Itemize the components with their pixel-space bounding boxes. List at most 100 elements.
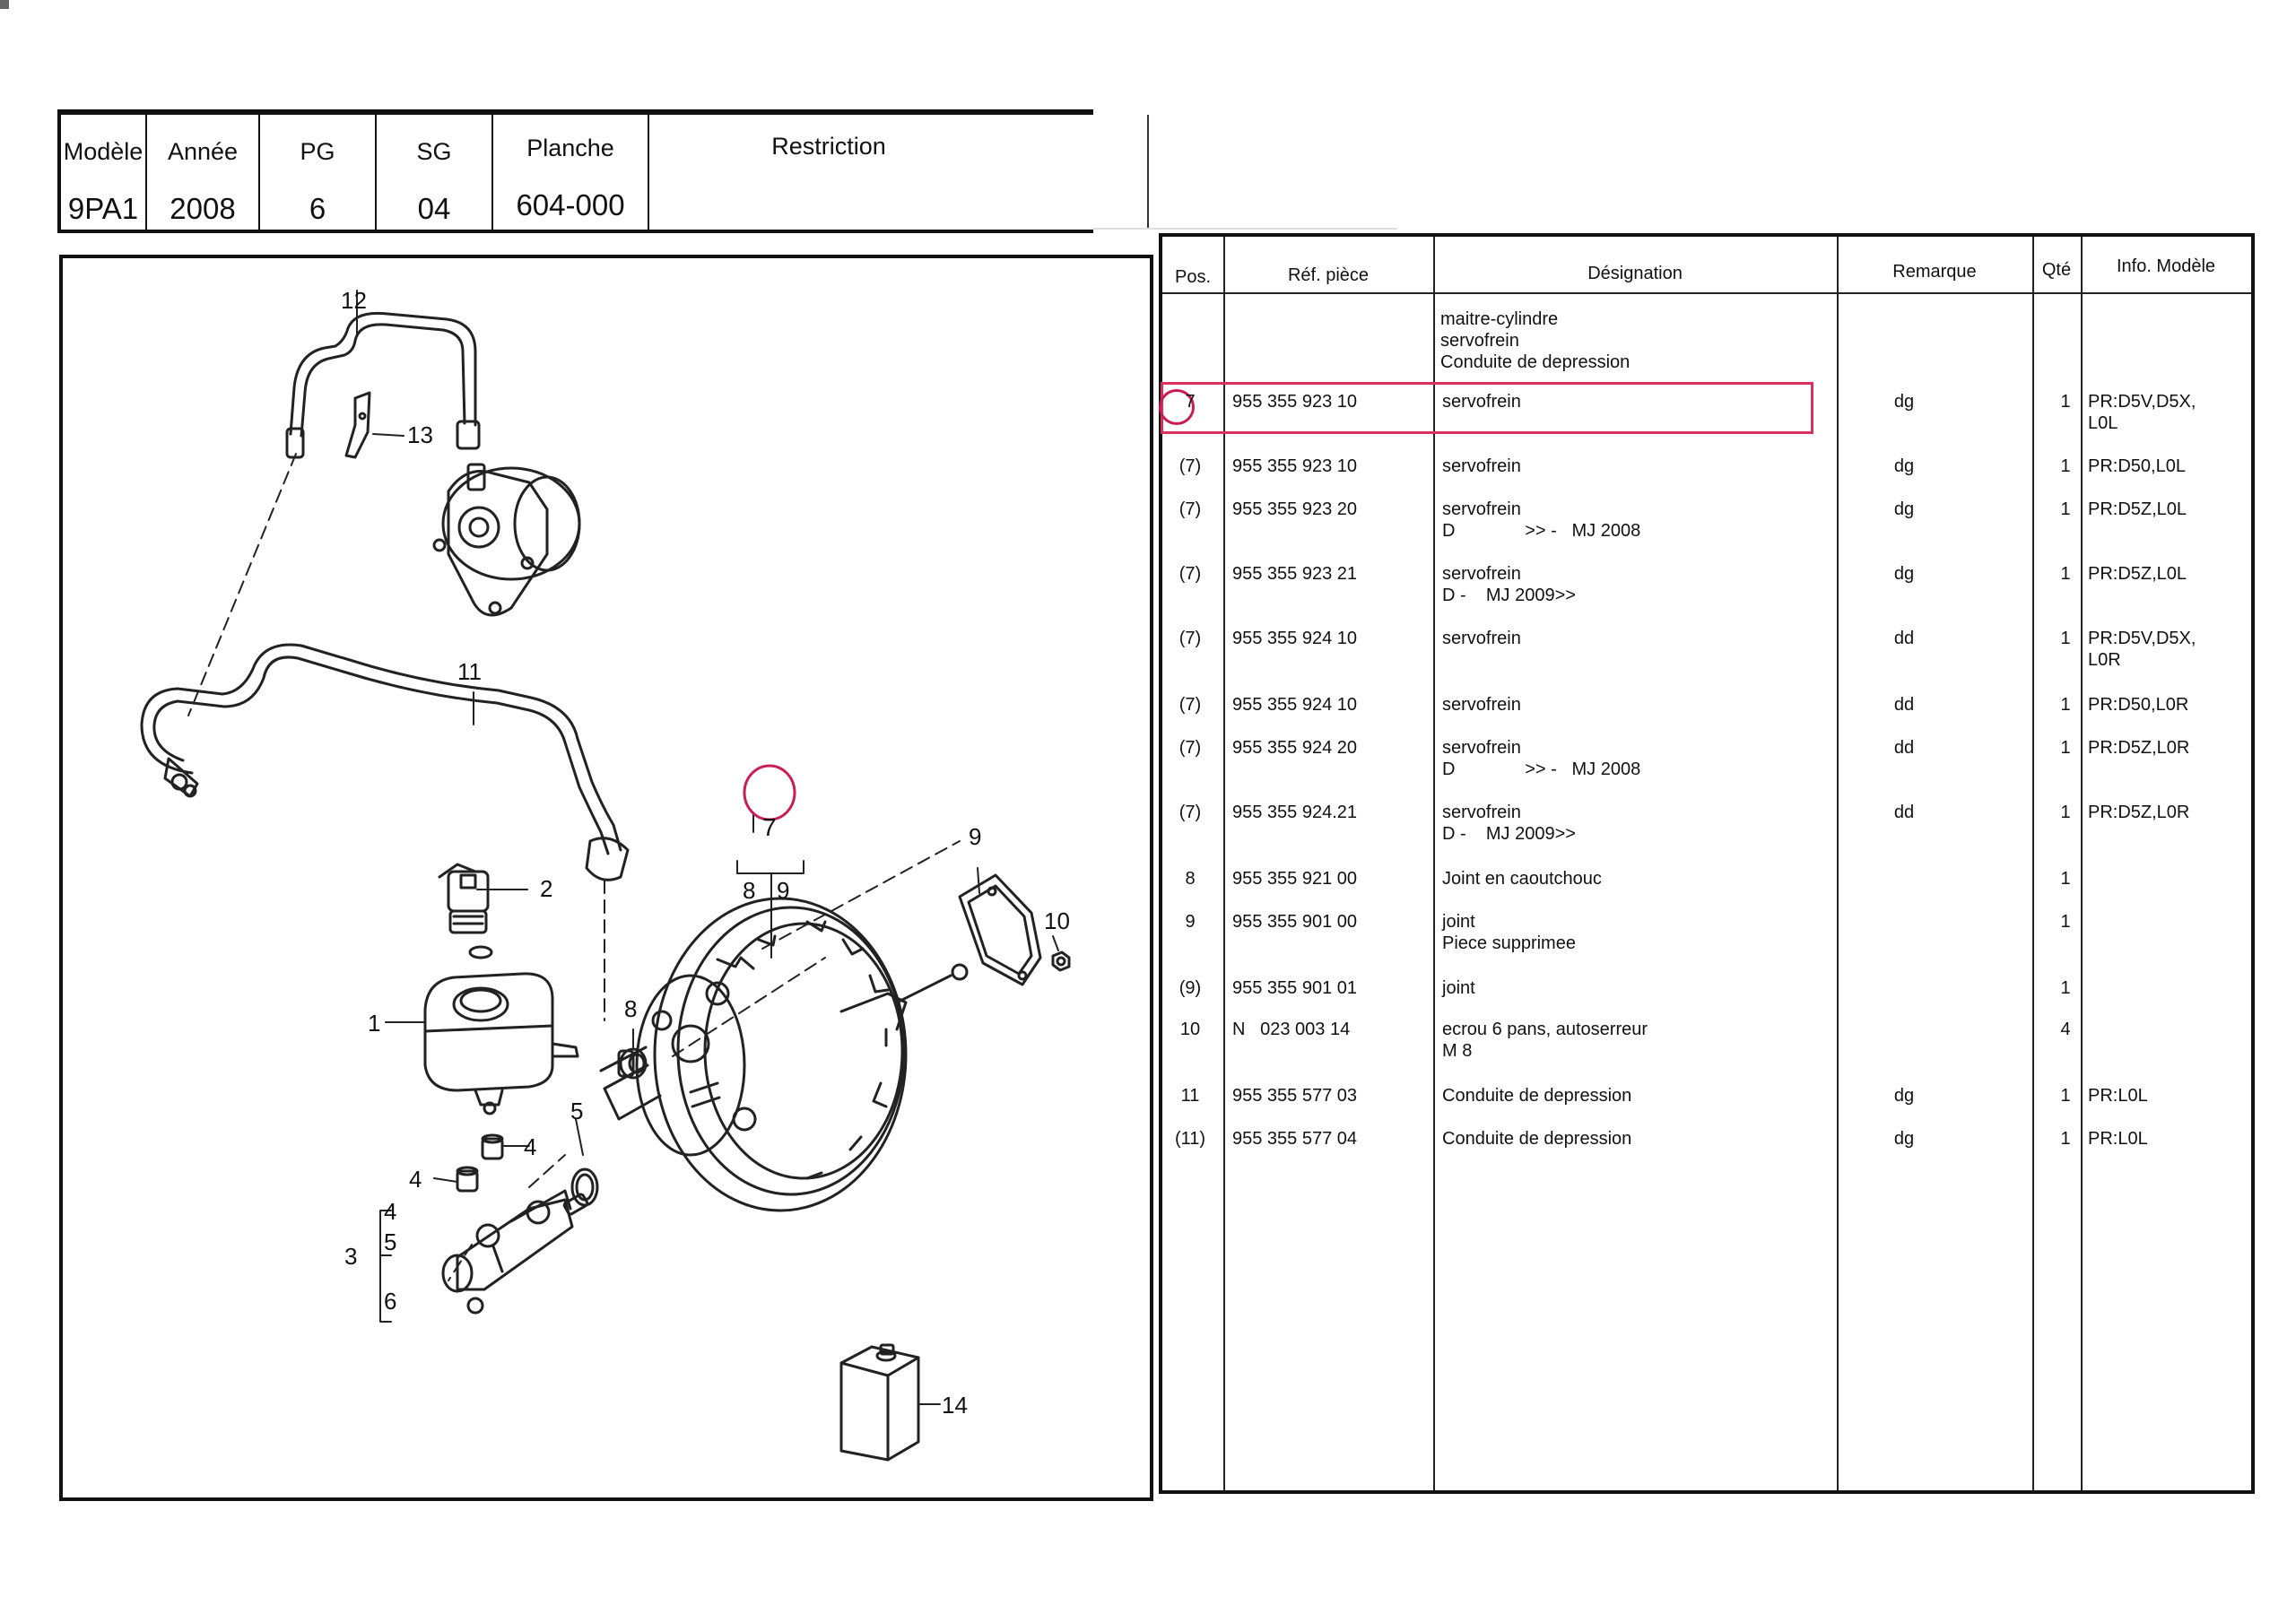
- header-value-annee: 2008: [170, 192, 236, 225]
- parts-cell-qty: 1: [2060, 456, 2071, 476]
- parts-cell-qty: 1: [2060, 1086, 2071, 1106]
- parts-cell-qty: 1: [2060, 1129, 2071, 1149]
- callout-6: 6: [384, 1288, 396, 1315]
- header-value-sg: 04: [417, 192, 451, 225]
- parts-cell-ref: 955 355 924 10: [1232, 695, 1358, 715]
- parts-cell-qty: 1: [2060, 869, 2071, 889]
- parts-cell-info: PR:D5Z,L0L: [2088, 564, 2187, 584]
- parts-cell-remarque: dg: [1893, 499, 1915, 519]
- parts-cell-pos: (7): [1178, 738, 1202, 758]
- parts-cell-remarque: dg: [1893, 1129, 1915, 1149]
- callout-4b: 4: [409, 1166, 422, 1193]
- parts-cell-ref: 955 355 923 20: [1232, 499, 1358, 519]
- callout-7: 7: [762, 813, 777, 841]
- parts-cell-info: PR:D50,L0L: [2088, 456, 2186, 476]
- header-label-modele: Modèle: [63, 138, 144, 165]
- intro-line: servofrein: [1440, 331, 1519, 351]
- parts-cell-remarque: dd: [1893, 695, 1915, 715]
- parts-cell-designation: servofrein D - MJ 2009>>: [1442, 803, 1576, 844]
- col-divider: [2032, 237, 2034, 1490]
- callout-2: 2: [540, 875, 552, 902]
- callout-leaders: [356, 290, 1059, 1405]
- callout-7-sub-9: 9: [777, 877, 789, 904]
- header-label-sg: SG: [416, 138, 452, 165]
- parts-cell-pos: 7: [1185, 392, 1196, 412]
- parts-cell-ref: 955 355 901 00: [1232, 912, 1358, 932]
- parts-cell-info: PR:D5Z,L0R: [2088, 738, 2190, 758]
- parts-cell-designation: servofrein: [1442, 456, 1521, 476]
- parts-cell-ref: 955 355 921 00: [1232, 869, 1358, 889]
- intro-line: maitre-cylindre: [1440, 309, 1559, 329]
- parts-cell-pos: (9): [1178, 978, 1202, 998]
- callout-1: 1: [368, 1010, 380, 1037]
- parts-cell-designation: Conduite de depression: [1442, 1129, 1632, 1149]
- col-divider: [1433, 237, 1435, 1490]
- vacuum-pump: [432, 463, 581, 617]
- brake-fluid-can: [839, 1343, 920, 1462]
- parts-cell-remarque: dg: [1893, 392, 1915, 412]
- parts-cell-ref: 955 355 901 01: [1232, 978, 1358, 998]
- callout-10: 10: [1044, 907, 1070, 934]
- header-col-sg: SG 04: [377, 115, 493, 230]
- callout-4a: 4: [524, 1133, 536, 1160]
- col-header-ref: Réf. pièce: [1287, 265, 1370, 285]
- parts-cell-pos: 8: [1185, 869, 1196, 889]
- vacuum-hose-upper: [285, 311, 481, 459]
- col-header-designation: Désignation: [1587, 264, 1683, 283]
- header-col-planche: Planche 604-000: [493, 115, 649, 230]
- parts-cell-designation: Conduite de depression: [1442, 1086, 1632, 1106]
- parts-cell-ref: 955 355 923 21: [1232, 564, 1358, 584]
- parts-cell-pos: 11: [1180, 1086, 1200, 1106]
- callout-5b: 5: [570, 1098, 583, 1124]
- parts-cell-qty: 1: [2060, 978, 2071, 998]
- parts-list-table: Pos. Réf. pièce Désignation Remarque Qté…: [1159, 233, 2255, 1494]
- callout-labels: 12 13 11 2 1 4 4 4 5 3 5 6 7 8 9 9 10 8 …: [341, 287, 1070, 1419]
- brake-booster: [599, 897, 969, 1212]
- parts-cell-designation: servofrein D - MJ 2009>>: [1442, 564, 1576, 605]
- parts-cell-qty: 1: [2060, 564, 2071, 584]
- scan-artifact-line: [1092, 228, 1397, 230]
- callout-13: 13: [407, 421, 433, 448]
- callout-11: 11: [457, 658, 482, 685]
- parts-cell-ref: 955 355 924 20: [1232, 738, 1358, 758]
- parts-cell-pos: (7): [1178, 629, 1202, 648]
- col-header-info: Info. Modèle: [2116, 256, 2216, 276]
- parts-cell-designation: servofrein D >> - MJ 2008: [1442, 738, 1641, 779]
- parts-cell-ref: 955 355 577 04: [1232, 1129, 1358, 1149]
- callout-7-highlight-circle: [743, 764, 796, 821]
- parts-cell-designation: servofrein D >> - MJ 2008: [1442, 499, 1641, 541]
- header-col-restriction: Restriction: [649, 115, 1149, 230]
- parts-cell-info: PR:L0L: [2088, 1129, 2148, 1149]
- scan-corner-mark: [0, 0, 9, 9]
- header-label-planche: Planche: [526, 135, 614, 161]
- booster-gasket: [958, 873, 1042, 986]
- parts-cell-remarque: dg: [1893, 1086, 1915, 1106]
- parts-cell-pos: (7): [1178, 695, 1202, 715]
- hose-bracket: [344, 391, 371, 459]
- reservoir-grommets: [456, 1133, 504, 1193]
- parts-cell-designation: servofrein: [1442, 629, 1521, 648]
- parts-cell-ref: 955 355 923 10: [1232, 392, 1358, 412]
- col-divider: [1223, 237, 1225, 1490]
- parts-cell-ref: 955 355 924.21: [1232, 803, 1358, 822]
- parts-cell-info: PR:D50,L0R: [2088, 695, 2189, 715]
- parts-cell-qty: 1: [2060, 499, 2071, 519]
- parts-cell-qty: 1: [2060, 695, 2071, 715]
- header-value-pg: 6: [309, 192, 326, 225]
- parts-cell-info: PR:D5Z,L0R: [2088, 803, 2190, 822]
- parts-cell-pos: (7): [1178, 564, 1202, 584]
- callout-14: 14: [942, 1392, 968, 1419]
- callout-9: 9: [969, 823, 981, 850]
- parts-cell-qty: 1: [2060, 803, 2071, 822]
- intro-line: Conduite de depression: [1440, 352, 1631, 372]
- parts-cell-info: PR:D5V,D5X, L0L: [2088, 392, 2196, 433]
- parts-cell-pos: 9: [1185, 912, 1196, 932]
- highlighted-pos-circle: [1159, 389, 1195, 425]
- parts-cell-qty: 1: [2060, 392, 2071, 412]
- parts-cell-qty: 4: [2060, 1020, 2071, 1039]
- header-divider: [1162, 292, 2251, 294]
- booster-grommet: [617, 1047, 648, 1080]
- hex-nut: [1051, 950, 1071, 972]
- parts-cell-remarque: dg: [1893, 456, 1915, 476]
- col-divider: [1837, 237, 1839, 1490]
